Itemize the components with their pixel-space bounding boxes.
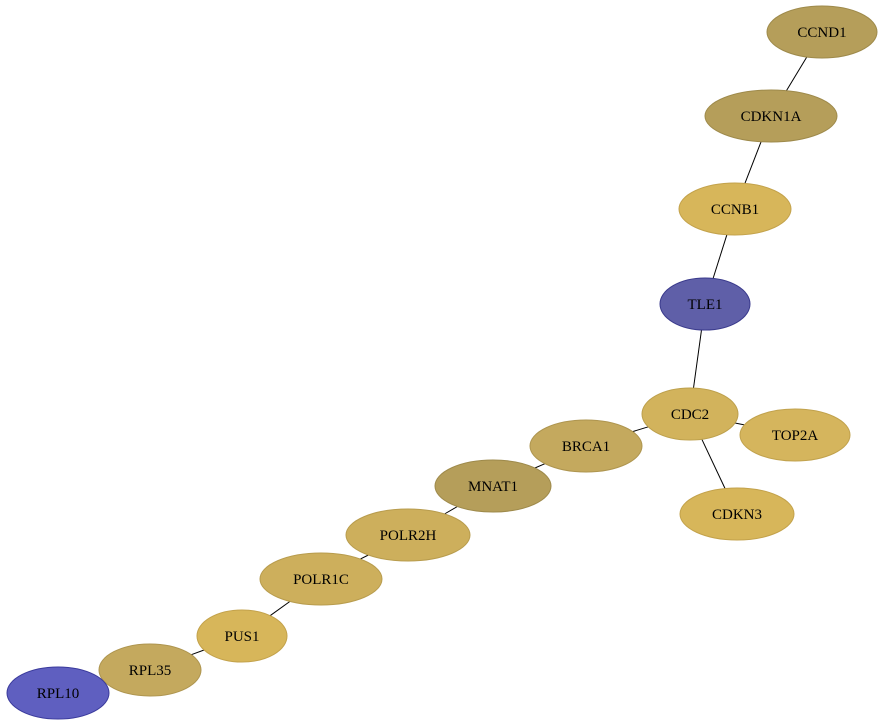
node-ellipse: [434, 459, 552, 513]
node-cdc2: CDC2: [641, 387, 739, 441]
node-label: POLR1C: [293, 572, 349, 588]
edge-cdc2-cdkn3: [701, 438, 726, 489]
edge-ccnb1-tle1: [712, 234, 728, 279]
node-ccnd1: CCND1: [766, 5, 878, 59]
node-label: CDC2: [671, 407, 709, 423]
node-ellipse: [196, 609, 288, 663]
node-rpl35: RPL35: [98, 643, 202, 697]
node-cdkn1a: CDKN1A: [704, 89, 838, 143]
node-ellipse: [98, 643, 202, 697]
edge-polr1c-pus1: [269, 600, 291, 617]
node-ccnb1: CCNB1: [678, 182, 792, 236]
node-label: CDKN1A: [741, 109, 802, 125]
node-pus1: PUS1: [196, 609, 288, 663]
edge-ccnd1-cdkn1a: [785, 56, 808, 91]
node-label: CCND1: [797, 25, 846, 41]
edge-tle1-cdc2: [693, 329, 702, 389]
edge-brca1-mnat1: [534, 463, 546, 469]
node-label: POLR2H: [380, 528, 437, 544]
node-top2a: TOP2A: [739, 408, 851, 462]
node-ellipse: [659, 277, 751, 331]
node-label: PUS1: [224, 629, 259, 645]
node-rpl10: RPL10: [6, 666, 110, 720]
node-ellipse: [529, 419, 643, 473]
node-label: CDKN3: [712, 507, 762, 523]
edge-polr2h-polr1c: [360, 554, 369, 560]
node-ellipse: [641, 387, 739, 441]
node-ellipse: [345, 508, 471, 562]
node-polr2h: POLR2H: [345, 508, 471, 562]
node-ellipse: [704, 89, 838, 143]
node-polr1c: POLR1C: [259, 552, 383, 606]
node-mnat1: MNAT1: [434, 459, 552, 513]
node-label: TLE1: [688, 297, 723, 313]
node-ellipse: [679, 487, 795, 541]
edge-cdc2-top2a: [734, 422, 745, 426]
node-label: TOP2A: [772, 428, 819, 444]
edges-layer: [103, 56, 808, 683]
node-label: RPL35: [129, 663, 172, 679]
edge-mnat1-polr2h: [444, 506, 458, 515]
node-brca1: BRCA1: [529, 419, 643, 473]
node-ellipse: [739, 408, 851, 462]
node-label: CCNB1: [711, 202, 759, 218]
edge-cdc2-brca1: [632, 426, 649, 433]
node-label: MNAT1: [468, 479, 518, 495]
node-cdkn3: CDKN3: [679, 487, 795, 541]
edge-cdkn1a-ccnb1: [744, 141, 762, 184]
node-ellipse: [6, 666, 110, 720]
edge-pus1-rpl35: [191, 649, 205, 656]
node-ellipse: [259, 552, 383, 606]
node-ellipse: [678, 182, 792, 236]
node-label: RPL10: [37, 686, 80, 702]
node-tle1: TLE1: [659, 277, 751, 331]
node-label: BRCA1: [562, 439, 610, 455]
node-ellipse: [766, 5, 878, 59]
